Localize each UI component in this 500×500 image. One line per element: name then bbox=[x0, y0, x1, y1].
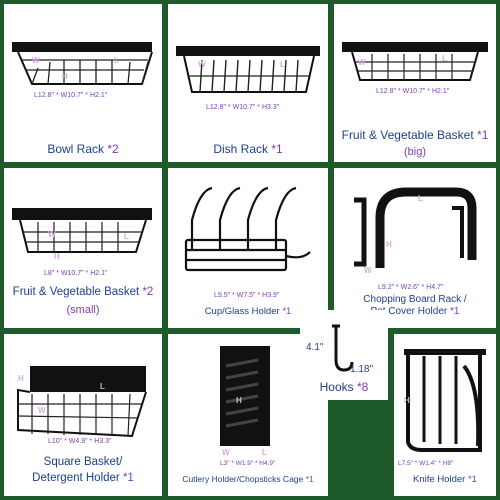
big-basket-letter-l: L bbox=[442, 54, 447, 63]
knife-holder-name: Knife Holder bbox=[413, 474, 466, 485]
square-basket-letter-w: W bbox=[38, 406, 46, 415]
cutlery-holder-qty: *1 bbox=[305, 474, 314, 484]
hooks-qty: *8 bbox=[357, 380, 369, 394]
knife-holder-letter-h: H bbox=[404, 396, 410, 405]
chopping-board-rack-image bbox=[354, 187, 477, 268]
big-basket-letter-w: W bbox=[358, 58, 366, 67]
knife-holder-qty: *1 bbox=[467, 474, 477, 485]
square-basket-caption-line2: Detergent Holder *1 bbox=[4, 472, 162, 484]
square-basket-dimensions: L10" * W4.9" * H3.3" bbox=[48, 438, 112, 445]
square-basket-image bbox=[17, 366, 147, 438]
cup-holder-qty: *1 bbox=[282, 306, 292, 317]
knife-holder-dimensions: L7.5" * W1.4" * H8" bbox=[398, 460, 454, 467]
cell-chopping-board-rack: L H W L9.2" * W2.6" * H4.7" Chopping Boa… bbox=[334, 168, 496, 328]
knife-holder-caption: Knife Holder *1 bbox=[394, 474, 496, 485]
cell-small-basket: W L H L8" * W10.7" * H2.1" Fruit & Veget… bbox=[4, 168, 162, 328]
chopping-board-letter-h: H bbox=[386, 240, 392, 249]
big-basket-caption: Fruit & Vegetable Basket *1 bbox=[334, 128, 496, 142]
cell-big-basket: W L L12.8" * W10.7" * H2.1" Fruit & Vege… bbox=[334, 4, 496, 162]
cup-holder-dimensions: L9.5" * W7.5" * H3.9" bbox=[214, 292, 280, 299]
knife-holder-image bbox=[404, 349, 486, 452]
chopping-board-name: Pot Cover Holder bbox=[370, 306, 448, 317]
bowl-rack-caption: Bowl Rack *2 bbox=[4, 142, 162, 156]
small-basket-letter-w: W bbox=[48, 230, 56, 239]
big-basket-image bbox=[342, 42, 488, 81]
square-basket-caption-line1: Square Basket/ bbox=[43, 456, 123, 468]
bowl-rack-dimensions: L12.8" * W10.7" * H2.1" bbox=[34, 92, 108, 99]
dish-rack-name: Dish Rack bbox=[213, 142, 268, 156]
small-basket-size: (small) bbox=[66, 304, 100, 316]
cell-hooks: 4.1" 1.18" Hooks *8 bbox=[300, 310, 388, 400]
small-basket-name: Fruit & Vegetable Basket bbox=[12, 286, 140, 298]
chopping-board-qty: *1 bbox=[450, 306, 460, 317]
square-basket-letter-l: L bbox=[100, 382, 105, 391]
cell-square-basket: H L W L10" * W4.9" * H3.3" Square Basket… bbox=[4, 334, 162, 496]
chopping-board-caption-line1: Chopping Board Rack / bbox=[363, 294, 467, 305]
hooks-height: 4.1" bbox=[306, 342, 324, 353]
cell-dish-rack: W L L12.8" * W10.7" * H3.3" Dish Rack *1 bbox=[168, 4, 328, 162]
cell-cup-holder: L9.5" * W7.5" * H3.9" Cup/Glass Holder *… bbox=[168, 168, 328, 328]
cutlery-holder-letter-h: H bbox=[236, 396, 242, 405]
chopping-board-letter-w: W bbox=[364, 266, 372, 275]
chopping-board-dimensions: L9.2" * W2.6" * H4.7" bbox=[378, 284, 444, 291]
dish-rack-letter-l: L bbox=[280, 60, 285, 69]
small-basket-image bbox=[12, 208, 152, 253]
square-basket-qty: *1 bbox=[122, 472, 134, 484]
cup-holder-image bbox=[184, 186, 311, 272]
hooks-caption: Hooks *8 bbox=[300, 380, 388, 394]
big-basket-name: Fruit & Vegetable Basket bbox=[341, 128, 474, 142]
cutlery-holder-caption: Cutlery Holder/Chopsticks Cage *1 bbox=[168, 474, 328, 484]
chopping-board-caption-line2: Pot Cover Holder *1 bbox=[334, 306, 496, 317]
cutlery-holder-name: Cutlery Holder/Chopsticks Cage bbox=[182, 474, 304, 484]
bowl-rack-image bbox=[12, 42, 153, 85]
bowl-rack-name: Bowl Rack bbox=[47, 142, 104, 156]
square-basket-name: Detergent Holder bbox=[32, 472, 120, 484]
hooks-name: Hooks bbox=[319, 380, 354, 394]
cutlery-holder-image bbox=[220, 346, 270, 446]
dish-rack-letter-w: W bbox=[198, 60, 206, 69]
small-basket-caption: Fruit & Vegetable Basket *2 bbox=[4, 286, 162, 298]
cup-holder-caption: Cup/Glass Holder *1 bbox=[168, 306, 328, 317]
chopping-board-letter-l: L bbox=[418, 194, 423, 203]
bowl-rack-letter-h: H bbox=[62, 72, 68, 81]
big-basket-size: (big) bbox=[403, 146, 426, 158]
dish-rack-image bbox=[176, 46, 320, 93]
cutlery-holder-letter-l: L bbox=[262, 448, 267, 457]
cutlery-holder-dimensions: L3" * W1.9" * H4.9" bbox=[220, 460, 276, 467]
dish-rack-qty: *1 bbox=[271, 142, 283, 156]
dish-rack-dimensions: L12.8" * W10.7" * H3.3" bbox=[206, 104, 280, 111]
small-basket-letter-h: H bbox=[54, 252, 60, 261]
cutlery-holder-letter-w: W bbox=[222, 448, 230, 457]
small-basket-letter-l: L bbox=[124, 232, 129, 241]
hook-image bbox=[332, 324, 354, 372]
hooks-width: 1.18" bbox=[350, 364, 374, 375]
dish-rack-caption: Dish Rack *1 bbox=[168, 142, 328, 156]
cell-knife-holder: H L7.5" * W1.4" * H8" Knife Holder *1 bbox=[394, 334, 496, 496]
small-basket-qty: *2 bbox=[142, 286, 154, 298]
square-basket-letter-h: H bbox=[18, 374, 24, 383]
big-basket-qty: *1 bbox=[477, 128, 489, 142]
small-basket-dimensions: L8" * W10.7" * H2.1" bbox=[44, 270, 108, 277]
bowl-rack-qty: *2 bbox=[107, 142, 119, 156]
bowl-rack-letter-l: L bbox=[114, 56, 119, 65]
cup-holder-name: Cup/Glass Holder bbox=[204, 306, 280, 317]
cell-bowl-rack: W H L L12.8" * W10.7" * H2.1" Bowl Rack … bbox=[4, 4, 162, 162]
bowl-rack-letter-w: W bbox=[32, 56, 40, 65]
big-basket-dimensions: L12.8" * W10.7" * H2.1" bbox=[376, 88, 450, 95]
